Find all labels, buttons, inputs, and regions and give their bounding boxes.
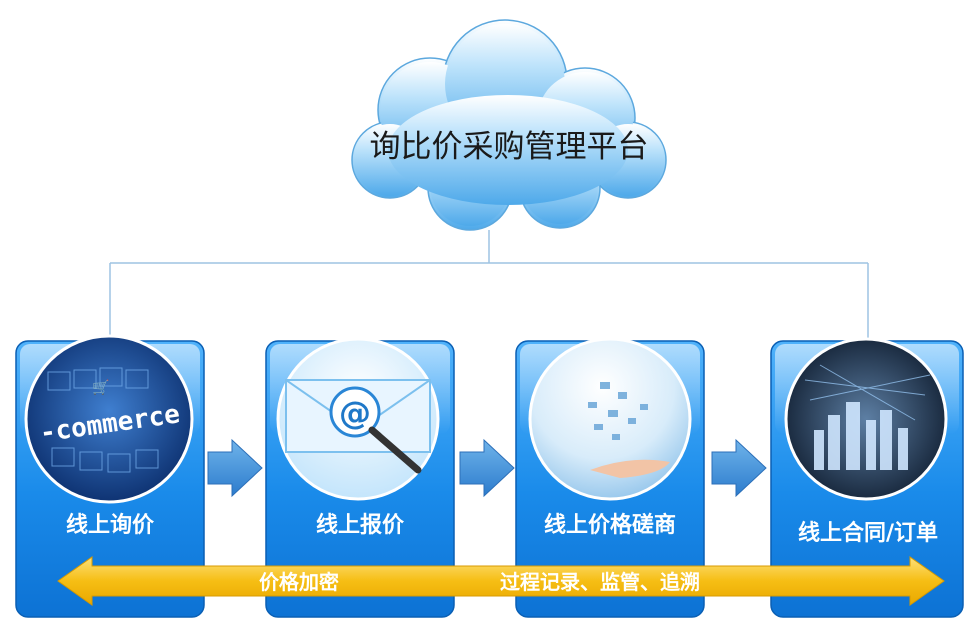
email-image: @: [276, 337, 440, 501]
cart-icon: 🛒: [92, 379, 109, 396]
flow-arrow-3: [711, 438, 767, 498]
cloud-connector: [109, 230, 869, 343]
ecommerce-image: -commerce 🛒: [24, 334, 194, 504]
step-label-inquiry: 线上询价: [66, 512, 155, 538]
step-card-quote: @ 线上报价: [265, 337, 455, 618]
magnifier-handle: [368, 426, 422, 474]
band-text-encryption: 价格加密: [259, 570, 339, 594]
negotiation-image: [528, 337, 692, 501]
step-label-contract: 线上合同/订单: [798, 520, 938, 546]
flow-arrow-1: [207, 438, 263, 498]
band-text-process: 过程记录、监管、追溯: [500, 570, 700, 594]
city-network-image: [784, 337, 948, 501]
step-card-contract: 线上合同/订单: [770, 337, 964, 618]
platform-title: 询比价采购管理平台: [370, 129, 649, 165]
platform-cloud: 询比价采购管理平台: [351, 19, 667, 231]
flow-arrow-2: [459, 438, 515, 498]
step-label-negotiation: 线上价格磋商: [544, 512, 676, 538]
step-card-negotiation: 线上价格磋商: [515, 337, 705, 618]
hand-icon: [590, 459, 670, 478]
step-card-inquiry: -commerce 🛒 线上询价: [15, 334, 205, 618]
step-label-quote: 线上报价: [316, 512, 405, 538]
process-band-arrow: 价格加密 过程记录、监管、追溯: [57, 556, 945, 606]
at-sign-icon: @: [339, 394, 371, 432]
